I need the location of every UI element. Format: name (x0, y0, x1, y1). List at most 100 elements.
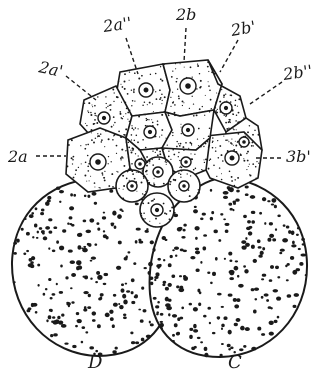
fine-granule (237, 141, 238, 142)
granule (233, 200, 237, 203)
fine-granule (166, 161, 167, 162)
fine-granule (195, 168, 197, 170)
granule (146, 335, 151, 338)
granule (103, 230, 105, 232)
granule (78, 245, 82, 249)
granule (103, 212, 105, 214)
fine-granule (97, 133, 98, 134)
fine-granule (129, 180, 130, 181)
fine-granule (216, 176, 217, 177)
granule (61, 190, 64, 192)
fine-granule (255, 166, 257, 168)
fine-granule (215, 102, 217, 104)
granule (135, 341, 139, 344)
granule (68, 305, 70, 308)
fine-granule (233, 129, 234, 130)
granule (168, 299, 172, 302)
nucleolus (95, 159, 101, 165)
granule (38, 284, 40, 287)
fine-granule (235, 141, 236, 142)
fine-granule (213, 165, 215, 167)
granule (39, 227, 42, 230)
fine-granule (216, 110, 217, 111)
fine-granule (80, 145, 81, 146)
granule (302, 243, 306, 245)
granule (195, 226, 200, 230)
fine-granule (177, 89, 178, 90)
granule (48, 315, 52, 319)
granule (87, 306, 91, 309)
granule (168, 283, 172, 287)
label-3b-prime: 3b' (286, 147, 311, 166)
granule (261, 278, 264, 280)
fine-granule (172, 149, 174, 151)
fine-granule (225, 139, 227, 141)
fine-granule (133, 129, 134, 130)
fine-granule (160, 66, 161, 67)
granule (285, 265, 287, 268)
fine-granule (189, 195, 191, 197)
fine-granule (204, 142, 205, 143)
granule (269, 234, 274, 238)
fine-granule (130, 114, 132, 116)
granule (229, 270, 235, 274)
fine-granule (213, 110, 215, 112)
fine-granule (159, 98, 161, 100)
nucleolus (156, 170, 160, 174)
label-d: D (87, 352, 103, 373)
granule (251, 245, 255, 249)
fine-granule (131, 127, 133, 129)
fine-granule (90, 114, 92, 116)
fine-granule (148, 119, 149, 120)
granule (140, 319, 144, 322)
nucleolus (224, 106, 228, 110)
fine-granule (99, 187, 100, 188)
granule (224, 258, 226, 260)
granule (269, 332, 274, 336)
fine-granule (153, 198, 155, 200)
fine-granule (105, 130, 107, 132)
fine-granule (129, 71, 130, 72)
fine-granule (90, 176, 91, 177)
granule (196, 269, 200, 273)
fine-granule (243, 160, 245, 162)
fine-granule (115, 182, 116, 183)
granule (168, 263, 172, 267)
granule (283, 224, 286, 226)
granule (193, 209, 198, 213)
granule (123, 300, 127, 305)
nucleolus (148, 130, 152, 134)
fine-granule (193, 103, 194, 104)
granule (50, 297, 53, 299)
fine-granule (138, 149, 139, 150)
fine-granule (228, 127, 229, 128)
granule (243, 215, 247, 218)
fine-granule (166, 164, 167, 165)
fine-granule (172, 102, 174, 104)
granule (35, 311, 38, 314)
granule (31, 303, 34, 307)
fine-granule (226, 115, 228, 117)
fine-granule (129, 110, 131, 112)
fine-granule (234, 179, 235, 180)
fine-granule (163, 64, 164, 65)
granule (238, 284, 244, 288)
fine-granule (196, 114, 198, 116)
granule (118, 303, 120, 305)
fine-granule (223, 96, 224, 97)
granule (92, 192, 97, 196)
granule (112, 211, 116, 216)
fine-granule (110, 104, 112, 106)
granule (202, 213, 206, 216)
granule (157, 301, 160, 304)
fine-granule (254, 130, 255, 131)
fine-granule (253, 145, 254, 146)
fine-granule (178, 172, 180, 174)
granule (277, 215, 280, 218)
granule (229, 187, 234, 192)
fine-granule (207, 66, 209, 68)
granule (165, 239, 168, 241)
fine-granule (207, 141, 208, 142)
granule (254, 287, 259, 290)
fine-granule (128, 142, 129, 143)
